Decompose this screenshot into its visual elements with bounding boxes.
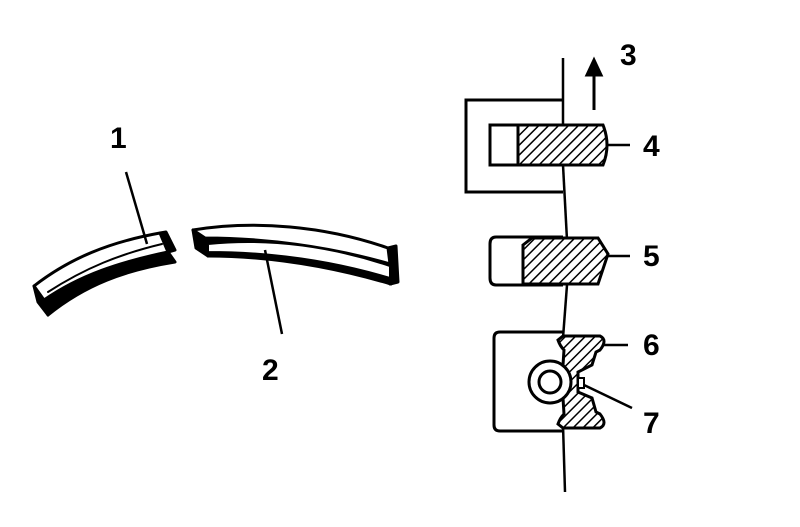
callout-2: 2 (262, 354, 279, 387)
leader-line-7 (583, 383, 633, 410)
callout-3: 3 (620, 39, 637, 72)
ring-groove-5 (488, 235, 610, 287)
ring-groove-6-7 (492, 330, 606, 433)
ring-segment-large (191, 223, 400, 286)
cylinder-wall (561, 58, 569, 493)
callout-6: 6 (643, 329, 660, 362)
callout-7: 7 (643, 407, 660, 440)
leader-line-1 (124, 171, 149, 245)
leader-line-2 (263, 249, 284, 335)
callout-1: 1 (110, 122, 127, 155)
ring-groove-4 (464, 98, 609, 194)
callout-5: 5 (643, 240, 660, 273)
up-arrow-icon (584, 56, 604, 110)
callout-4: 4 (643, 130, 660, 163)
ring-segment-small (32, 230, 177, 317)
